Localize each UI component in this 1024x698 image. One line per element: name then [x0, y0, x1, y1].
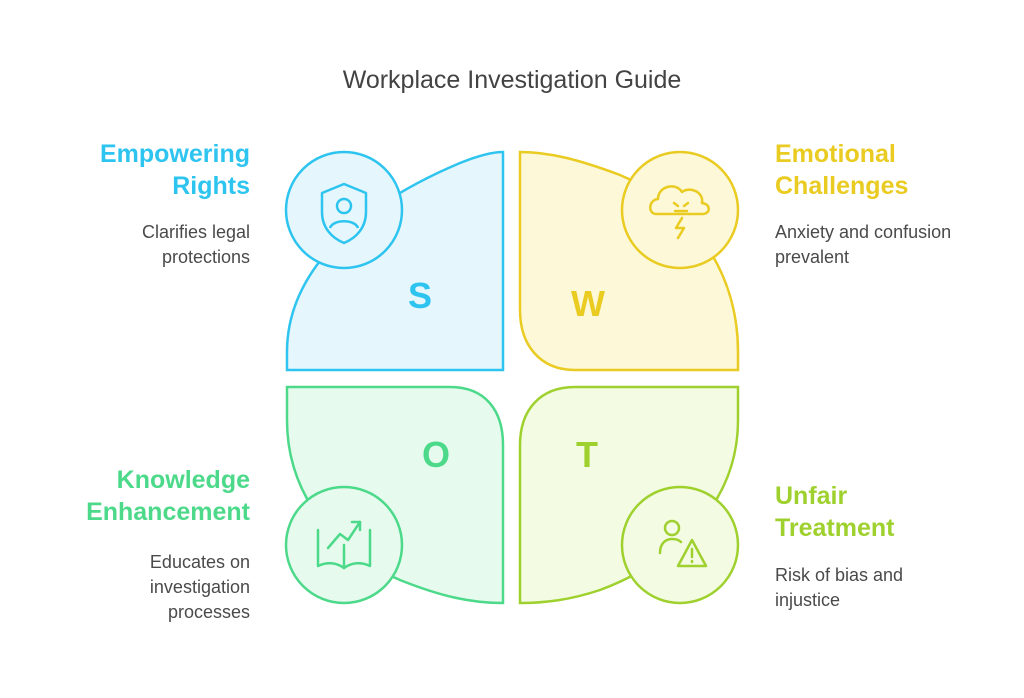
weakness-letter: W — [571, 283, 605, 324]
threat-quadrant — [518, 385, 740, 605]
strength-letter: S — [408, 275, 432, 316]
opportunity-heading: Knowledge Enhancement — [86, 466, 250, 526]
opportunity-description: Educates on investigation processes — [149, 552, 250, 622]
threat-description: Risk of bias and injustice — [775, 565, 904, 610]
opportunity-letter: O — [422, 434, 450, 475]
weakness-icon-badge — [620, 150, 740, 270]
threat-letter: T — [576, 434, 598, 475]
storm-cloud-icon — [649, 185, 710, 240]
weakness-quadrant — [518, 150, 740, 372]
user-warning-icon — [658, 519, 708, 568]
diagram-title: Workplace Investigation Guide — [342, 66, 682, 94]
strength-heading: Empowering Rights — [99, 140, 250, 200]
threat-icon-badge — [620, 485, 740, 605]
strength-description: Clarifies legal protections — [141, 222, 250, 267]
weakness-heading: Emotional Challenges — [775, 140, 909, 200]
opportunity-icon-badge — [284, 485, 404, 605]
opportunity-quadrant — [285, 385, 505, 605]
strength-icon-badge — [284, 150, 404, 270]
threat-heading: Unfair Treatment — [775, 482, 895, 542]
book-growth-icon — [316, 520, 372, 570]
shield-user-icon — [320, 182, 368, 245]
weakness-description: Anxiety and confusion prevalent — [775, 222, 952, 267]
